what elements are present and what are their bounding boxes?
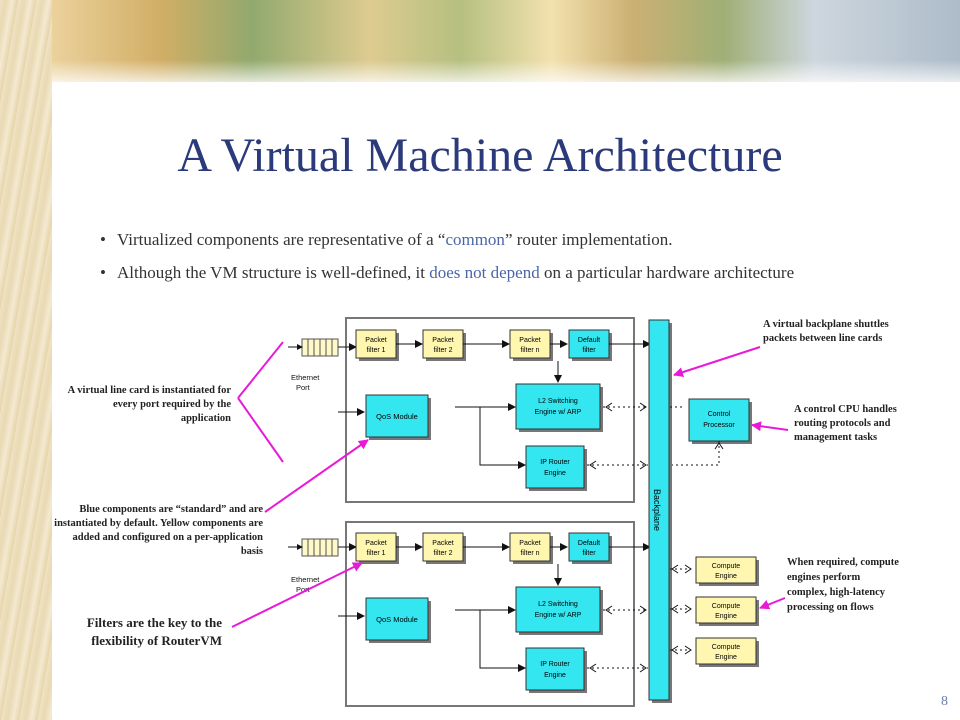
- line-card-1: Ethernet Port Packet filter 1 Packet fil…: [288, 329, 651, 491]
- backplane: Backplane: [648, 319, 672, 703]
- blue-yellow-caption: Blue components are “standard” and are i…: [54, 504, 263, 557]
- control-cpu-callout: [751, 421, 789, 432]
- svg-text:QoS Module: QoS Module: [376, 615, 418, 624]
- bullet-1-pre: Virtualized components are representativ…: [117, 230, 446, 249]
- line-card-callout-upper: [237, 341, 284, 399]
- svg-text:Engine: Engine: [544, 672, 566, 679]
- svg-text:Packet: Packet: [432, 540, 453, 547]
- packet-filter-2: Packet filter 2: [422, 329, 466, 361]
- packet-filter-1: Packet filter 1: [355, 532, 399, 564]
- svg-text:Packet: Packet: [519, 540, 540, 547]
- svg-text:Port: Port: [296, 383, 311, 392]
- bullet-2-highlight: does not depend: [429, 263, 540, 282]
- callout-arrows: [231, 341, 789, 628]
- blue-yellow-callout: [264, 439, 369, 513]
- bullet-2-post: on a particular hardware architecture: [539, 263, 795, 282]
- line-card-2-frame: [345, 521, 635, 707]
- svg-text:Engine w/ ARP: Engine w/ ARP: [535, 409, 582, 416]
- svg-text:Engine: Engine: [715, 654, 737, 661]
- svg-text:filter: filter: [582, 550, 596, 557]
- filters-callout: [231, 562, 363, 628]
- qos-module: QoS Module: [365, 394, 431, 440]
- svg-text:Packet: Packet: [519, 337, 540, 344]
- compute-callout: [759, 597, 786, 610]
- svg-text:L2 Switching: L2 Switching: [538, 601, 578, 608]
- svg-text:filter 2: filter 2: [433, 347, 452, 354]
- port-queue-icon: [301, 338, 339, 357]
- control-cpu-caption: A control CPU handles routing protocols …: [794, 404, 897, 443]
- backplane-callout: [673, 346, 761, 377]
- svg-text:Packet: Packet: [365, 540, 386, 547]
- qos-module: QoS Module: [365, 597, 431, 643]
- left-decor-strip: [0, 0, 52, 720]
- packet-filter-1: Packet filter 1: [355, 329, 399, 361]
- ethernet-port-label: Ethernet: [291, 373, 320, 382]
- bullet-1-highlight: common: [445, 230, 505, 249]
- svg-text:Compute: Compute: [712, 603, 741, 610]
- svg-text:Default: Default: [578, 337, 600, 344]
- svg-text:Processor: Processor: [703, 422, 735, 429]
- svg-text:filter: filter: [582, 347, 596, 354]
- control-processor: Control Processor: [688, 398, 752, 444]
- bullet-1-post: ” router implementation.: [504, 230, 673, 249]
- backplane-label: Backplane: [652, 489, 662, 531]
- svg-text:Compute: Compute: [712, 563, 741, 570]
- packet-filter-n: Packet filter n: [509, 532, 553, 564]
- ip-router-engine: IP Router Engine: [525, 445, 587, 491]
- line-card-1-frame: [345, 317, 635, 503]
- ip-router-engine: IP Router Engine: [525, 647, 587, 693]
- line-card-2: Ethernet Port Packet filter 1 Packet fil…: [288, 532, 651, 693]
- svg-text:L2 Switching: L2 Switching: [538, 398, 578, 405]
- svg-text:Port: Port: [296, 585, 311, 594]
- svg-text:Engine: Engine: [544, 470, 566, 477]
- compute-engine-1: Compute Engine: [670, 556, 759, 586]
- line-card-caption: A virtual line card is instantiated for …: [67, 385, 231, 424]
- svg-text:Engine: Engine: [715, 573, 737, 580]
- svg-text:filter n: filter n: [520, 550, 539, 557]
- bullet-2-pre: Although the VM structure is well-define…: [117, 263, 430, 282]
- top-decor-fade: [52, 60, 960, 90]
- default-filter: Default filter: [568, 329, 612, 361]
- svg-text:IP Router: IP Router: [540, 661, 570, 668]
- default-filter: Default filter: [568, 532, 612, 564]
- svg-text:filter 1: filter 1: [366, 347, 385, 354]
- slide-title: A Virtual Machine Architecture: [177, 129, 783, 182]
- page-number: 8: [941, 694, 948, 709]
- bullet-dot: •: [100, 230, 106, 249]
- bullet-dot: •: [100, 263, 106, 282]
- svg-text:Compute: Compute: [712, 644, 741, 651]
- svg-text:filter 2: filter 2: [433, 550, 452, 557]
- svg-text:Default: Default: [578, 540, 600, 547]
- line-card-callout-lower: [237, 397, 284, 463]
- svg-text:Control: Control: [708, 411, 731, 418]
- svg-text:filter n: filter n: [520, 347, 539, 354]
- svg-text:filter 1: filter 1: [366, 550, 385, 557]
- svg-text:Engine: Engine: [715, 613, 737, 620]
- ethernet-port-label: Ethernet: [291, 575, 320, 584]
- compute-caption: When required, compute engines perform c…: [787, 557, 899, 613]
- packet-filter-2: Packet filter 2: [422, 532, 466, 564]
- packet-filter-n: Packet filter n: [509, 329, 553, 361]
- port-queue-icon: [301, 538, 339, 557]
- backplane-caption: A virtual backplane shuttles packets bet…: [763, 319, 889, 344]
- filters-key-caption: Filters are the key to the flexibility o…: [86, 615, 222, 648]
- compute-engine-3: Compute Engine: [670, 637, 759, 667]
- l2-switching-engine: L2 Switching Engine w/ ARP: [515, 586, 603, 635]
- svg-text:Packet: Packet: [432, 337, 453, 344]
- svg-text:QoS Module: QoS Module: [376, 412, 418, 421]
- svg-text:Packet: Packet: [365, 337, 386, 344]
- l2-switching-engine: L2 Switching Engine w/ ARP: [515, 383, 603, 432]
- compute-engine-2: Compute Engine: [670, 596, 759, 626]
- svg-text:IP Router: IP Router: [540, 459, 570, 466]
- svg-text:Engine w/ ARP: Engine w/ ARP: [535, 612, 582, 619]
